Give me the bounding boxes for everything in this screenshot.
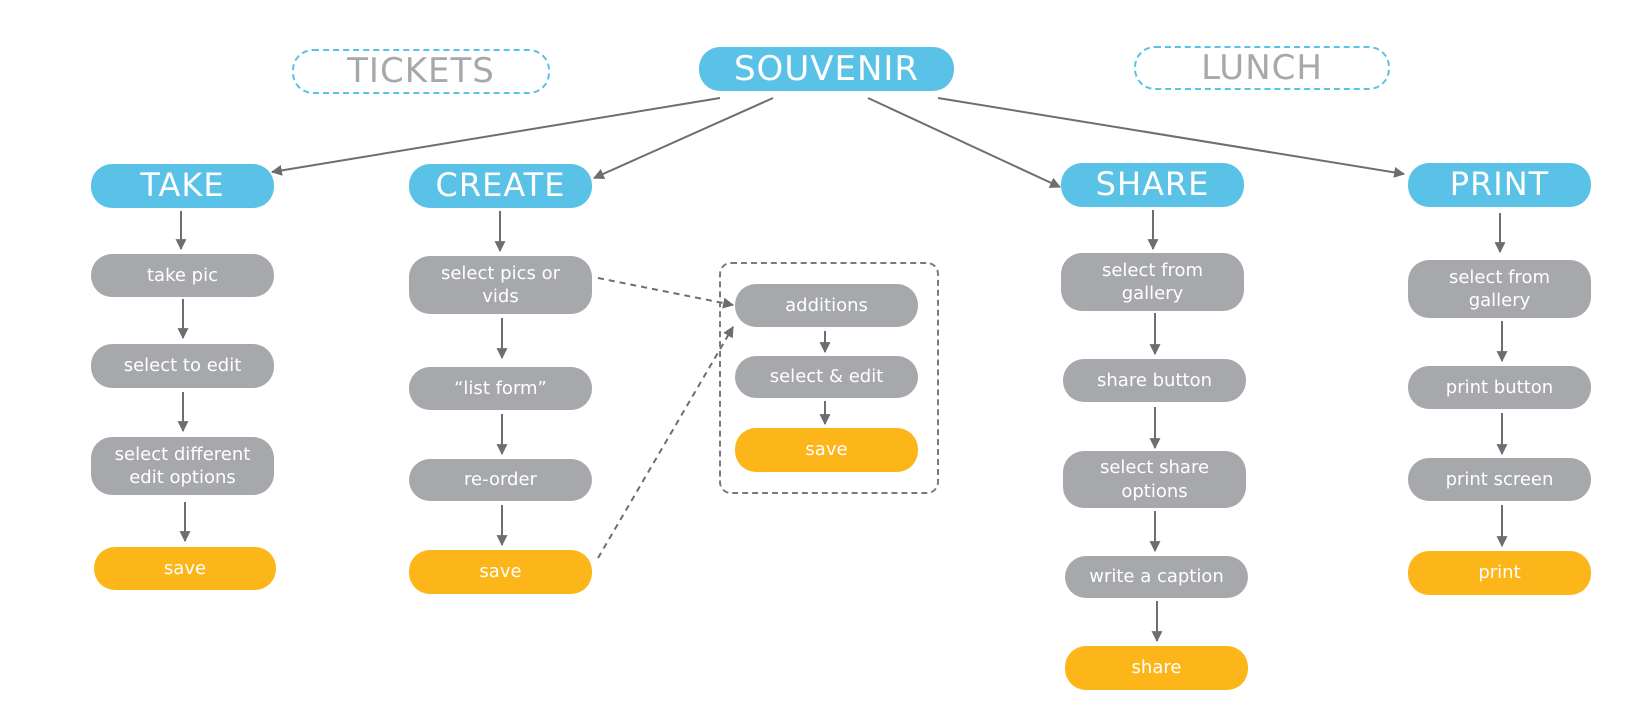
create-step-3: re-order (409, 459, 592, 501)
additions-step-1: additions (735, 284, 918, 327)
print-header: PRINT (1408, 163, 1591, 207)
print-step-1: select from gallery (1408, 260, 1591, 318)
print-final-button: print (1408, 551, 1591, 595)
take-step-2: select to edit (91, 344, 274, 388)
dashed-arrow-select-to-additions (597, 277, 735, 309)
take-header: TAKE (91, 164, 274, 208)
print-step-3: print screen (1408, 458, 1591, 501)
arrow-souvenir-to-create (592, 97, 774, 179)
take-step-3: select different edit options (91, 437, 274, 495)
share-step-4: write a caption (1065, 556, 1248, 598)
souvenir-node: SOUVENIR (699, 47, 954, 91)
share-header: SHARE (1061, 163, 1244, 207)
create-step-1: select pics or vids (409, 256, 592, 314)
additions-save-button: save (735, 428, 918, 472)
share-step-3: select share options (1063, 451, 1246, 508)
take-step-1: take pic (91, 254, 274, 297)
print-step-2: print button (1408, 366, 1591, 409)
dashed-arrow-save-to-additions (597, 326, 734, 559)
tickets-node: TICKETS (292, 49, 550, 94)
create-step-2: “list form” (409, 367, 592, 410)
share-step-2: share button (1063, 359, 1246, 402)
arrow-souvenir-to-take (270, 97, 721, 176)
lunch-node: LUNCH (1134, 46, 1390, 90)
create-save-button: save (409, 550, 592, 594)
share-final-button: share (1065, 646, 1248, 690)
create-header: CREATE (409, 164, 592, 208)
additions-group-box (719, 262, 939, 494)
arrow-souvenir-to-share (867, 97, 1061, 188)
additions-step-2: select & edit (735, 356, 918, 398)
share-step-1: select from gallery (1061, 253, 1244, 311)
take-save-button: save (94, 547, 276, 590)
arrow-souvenir-to-print (937, 97, 1406, 178)
